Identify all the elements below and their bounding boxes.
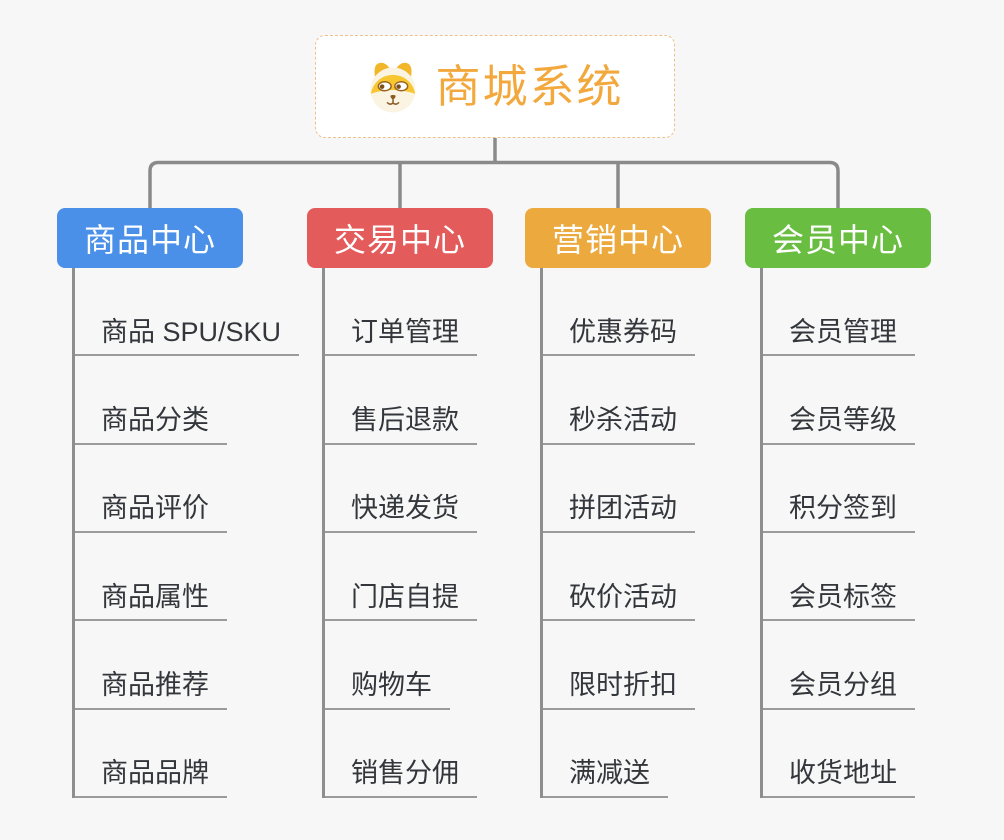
dog-icon — [370, 62, 416, 112]
branch-children-trade-center: 订单管理 售后退款 快递发货 门店自提 购物车 销售分佣 — [322, 268, 477, 798]
child-item[interactable]: 秒杀活动 — [543, 356, 695, 445]
child-item[interactable]: 优惠券码 — [543, 268, 695, 357]
child-item[interactable]: 商品评价 — [75, 445, 227, 533]
child-item[interactable]: 会员管理 — [763, 268, 915, 357]
child-item[interactable]: 商品 SPU/SKU — [75, 268, 300, 357]
branch-children-product-center: 商品 SPU/SKU 商品分类 商品评价 商品属性 商品推荐 商品品牌 — [72, 268, 300, 798]
branch-header-trade-center[interactable]: 交易中心 — [307, 208, 493, 268]
root-title: 商城系统 — [435, 61, 624, 112]
child-item[interactable]: 商品分类 — [75, 356, 227, 445]
child-item[interactable]: 会员标签 — [763, 533, 915, 622]
child-item[interactable]: 订单管理 — [325, 268, 477, 357]
child-item[interactable]: 商品品牌 — [75, 710, 227, 798]
branch-header-product-center[interactable]: 商品中心 — [57, 208, 243, 268]
branch-header-member-center[interactable]: 会员中心 — [745, 208, 931, 268]
child-item[interactable]: 购物车 — [325, 621, 450, 710]
child-item[interactable]: 满减送 — [543, 710, 668, 798]
child-item[interactable]: 售后退款 — [325, 356, 477, 445]
root-node[interactable]: 商城系统 — [315, 35, 675, 138]
branch-header-marketing-center[interactable]: 营销中心 — [525, 208, 711, 268]
child-item[interactable]: 积分签到 — [763, 445, 915, 533]
branch-children-marketing-center: 优惠券码 秒杀活动 拼团活动 砍价活动 限时折扣 满减送 — [540, 268, 695, 798]
child-item[interactable]: 收货地址 — [763, 710, 915, 798]
child-item[interactable]: 会员等级 — [763, 356, 915, 445]
child-item[interactable]: 砍价活动 — [543, 533, 695, 622]
child-item[interactable]: 销售分佣 — [325, 710, 477, 798]
branch-children-member-center: 会员管理 会员等级 积分签到 会员标签 会员分组 收货地址 — [760, 268, 915, 798]
child-item[interactable]: 商品属性 — [75, 533, 227, 622]
child-item[interactable]: 商品推荐 — [75, 621, 227, 710]
child-item[interactable]: 拼团活动 — [543, 445, 695, 533]
child-item[interactable]: 会员分组 — [763, 621, 915, 710]
bus-line — [148, 160, 840, 208]
child-item[interactable]: 门店自提 — [325, 533, 477, 622]
child-item[interactable]: 快递发货 — [325, 445, 477, 533]
child-item[interactable]: 限时折扣 — [543, 621, 695, 710]
